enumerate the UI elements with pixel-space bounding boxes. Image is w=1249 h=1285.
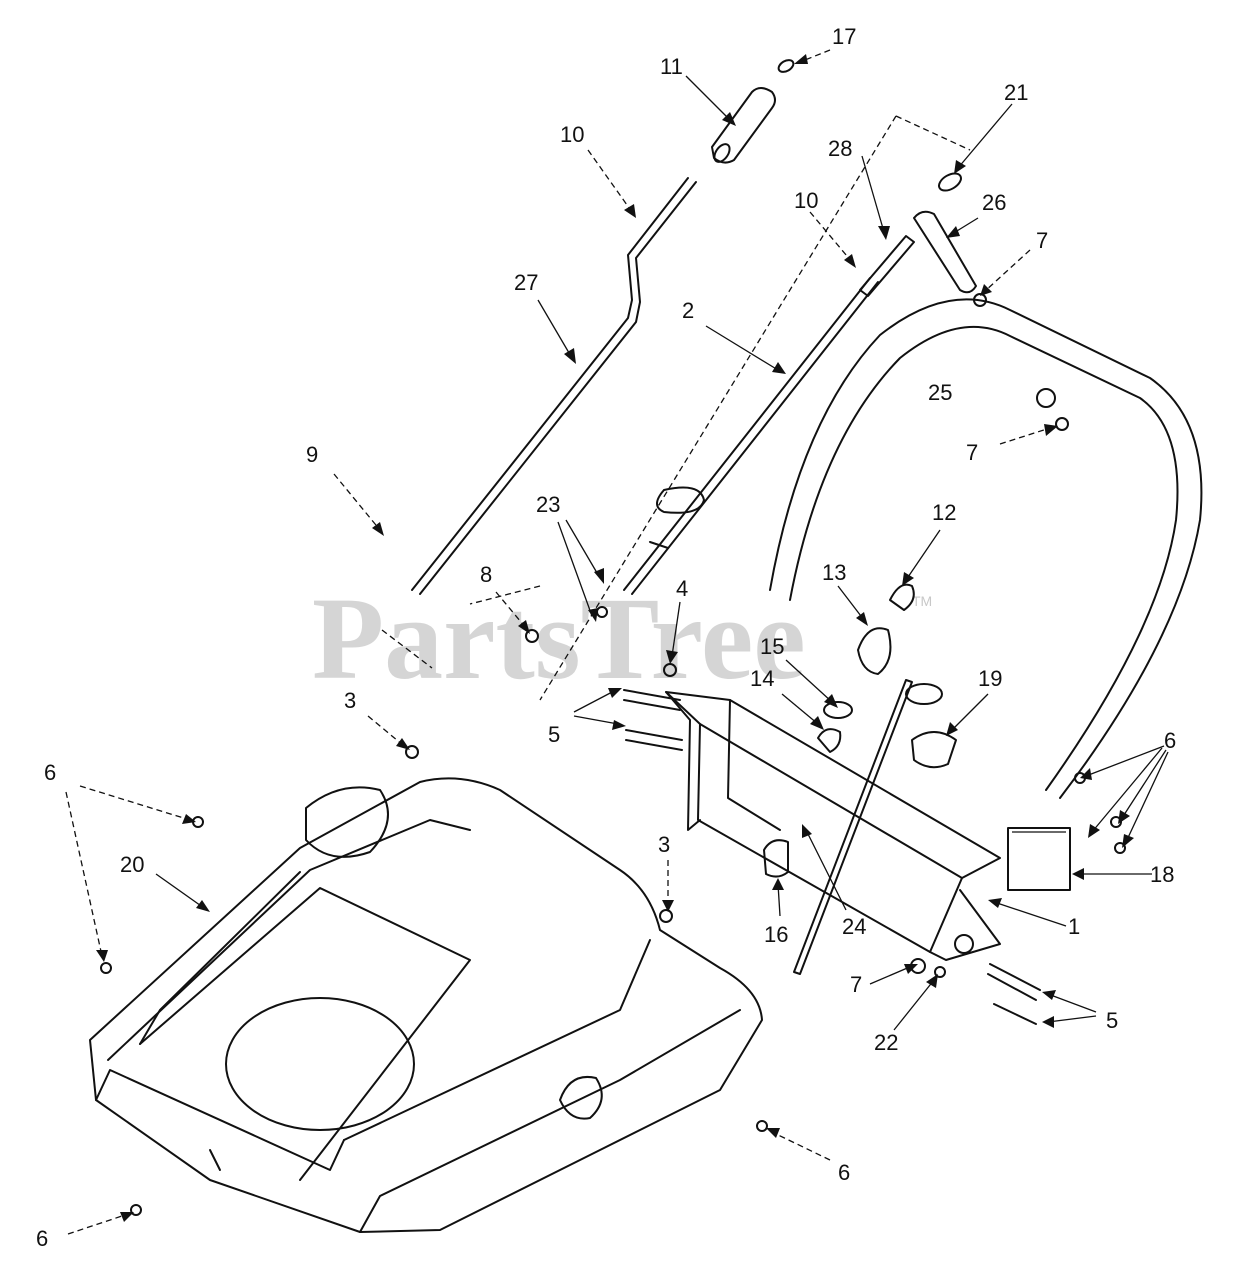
callout-10-left: 10 xyxy=(560,122,584,147)
part-bolt-5b xyxy=(625,729,683,751)
part-control-rod xyxy=(411,177,697,595)
part-knob-12 xyxy=(889,583,915,611)
callout-12: 12 xyxy=(932,500,956,525)
part-upper-handle xyxy=(769,298,1203,799)
part-strap-24 xyxy=(793,679,913,975)
part-screw-6d xyxy=(756,1120,768,1132)
part-washer-22 xyxy=(934,966,946,978)
callout-5-right: 5 xyxy=(1106,1008,1118,1033)
callout-25: 25 xyxy=(928,380,952,405)
callout-6-right: 6 xyxy=(1164,728,1176,753)
part-bushing-14 xyxy=(817,728,842,753)
callout-8: 8 xyxy=(480,562,492,587)
part-screw-6c xyxy=(130,1204,142,1216)
part-screw-3b xyxy=(659,909,673,923)
part-frame xyxy=(665,691,1001,961)
parts xyxy=(89,59,1203,1233)
callout-6-bottom-left: 6 xyxy=(36,1226,48,1251)
part-nut-7b xyxy=(1055,417,1069,431)
part-bolt-26 xyxy=(913,210,977,294)
part-bolt-5a xyxy=(623,689,681,711)
callout-23: 23 xyxy=(536,492,560,517)
part-cap xyxy=(777,59,795,73)
callout-28: 28 xyxy=(828,136,852,161)
callout-21: 21 xyxy=(1004,80,1028,105)
callout-27: 27 xyxy=(514,270,538,295)
callout-3-top: 3 xyxy=(344,688,356,713)
part-shaft xyxy=(623,235,915,595)
part-knob-25 xyxy=(1036,388,1056,408)
callout-15: 15 xyxy=(760,634,784,659)
callout-20: 20 xyxy=(120,852,144,877)
callout-16: 16 xyxy=(764,922,788,947)
part-spacer-15 xyxy=(823,701,853,719)
part-bolt-5c xyxy=(987,963,1041,1001)
callout-18: 18 xyxy=(1150,862,1174,887)
callout-26: 26 xyxy=(982,190,1006,215)
callout-4: 4 xyxy=(676,576,688,601)
callout-11: 11 xyxy=(660,54,683,79)
part-screw-6g xyxy=(1114,842,1126,854)
callout-19: 19 xyxy=(978,666,1002,691)
callout-3-bottom: 3 xyxy=(658,832,670,857)
callout-5-left: 5 xyxy=(548,722,560,747)
part-deck-housing xyxy=(89,777,763,1233)
callout-7-top: 7 xyxy=(1036,228,1048,253)
watermark-text: PartsTree xyxy=(312,573,806,704)
callout-6-bottom-right: 6 xyxy=(838,1160,850,1185)
part-clip-19 xyxy=(911,731,957,769)
callout-9: 9 xyxy=(306,442,318,467)
callout-7-bottom: 7 xyxy=(850,972,862,997)
callout-17: 17 xyxy=(832,24,856,49)
part-bushing-13 xyxy=(857,627,892,675)
part-bracket-18 xyxy=(1007,827,1071,891)
callout-1: 1 xyxy=(1068,914,1080,939)
part-bolt-5d xyxy=(993,1003,1037,1025)
callout-6-left: 6 xyxy=(44,760,56,785)
part-screw-3a xyxy=(405,745,419,759)
callouts: 17 11 10 28 21 10 26 7 27 2 25 7 9 23 12… xyxy=(36,24,1176,1251)
callout-22: 22 xyxy=(874,1030,898,1055)
watermark-tm: TM xyxy=(912,593,932,609)
leaders xyxy=(65,49,1169,1235)
part-washer-stack xyxy=(905,683,943,705)
callout-10-mid: 10 xyxy=(794,188,818,213)
part-fitting-21 xyxy=(938,172,962,192)
callout-14: 14 xyxy=(750,666,774,691)
part-grip-sleeve xyxy=(711,87,776,164)
watermark: PartsTree TM xyxy=(312,573,932,704)
callout-2: 2 xyxy=(682,298,694,323)
part-clip-16 xyxy=(763,839,789,878)
callout-7-right: 7 xyxy=(966,440,978,465)
callout-13: 13 xyxy=(822,560,846,585)
callout-24: 24 xyxy=(842,914,866,939)
part-screw-8 xyxy=(525,629,539,643)
part-screw-6b xyxy=(100,962,112,974)
